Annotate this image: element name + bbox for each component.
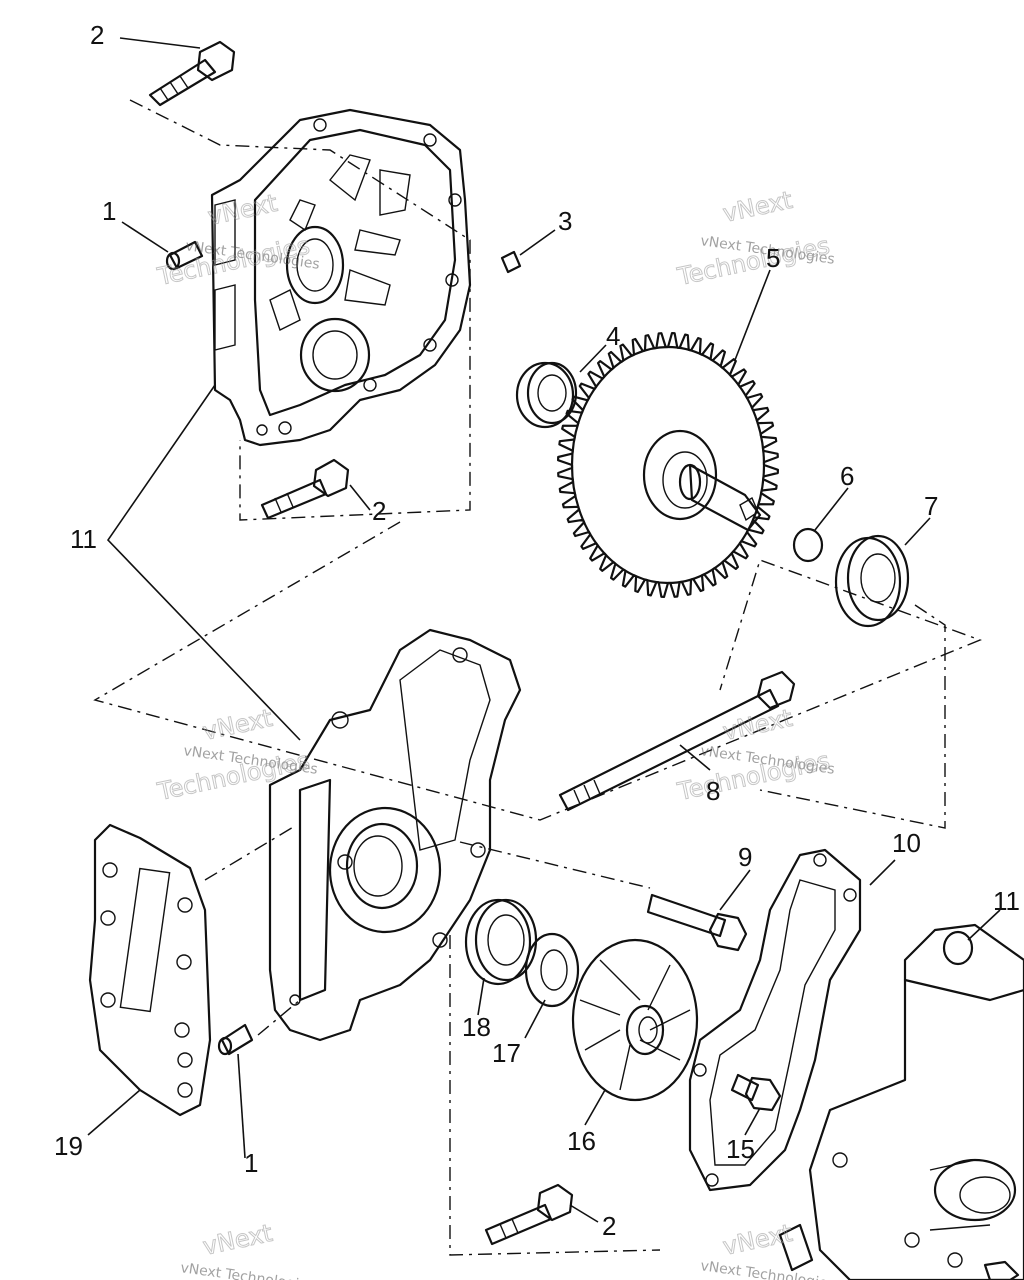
watermark-text: Technologies [154,231,312,291]
callout-16: 16 [567,1126,596,1156]
watermark-text: vNext [720,1219,794,1261]
pump-cover [778,923,1024,1280]
callout-1-top: 1 [102,196,116,226]
pin-3 [500,250,522,274]
watermark-text: vNext [720,186,794,228]
watermark-text: vNext [200,1219,274,1261]
upper-housing-cover [210,108,472,447]
bolt-top [148,40,236,107]
callout-10: 10 [892,828,921,858]
o-ring-6 [792,527,824,563]
callout-6: 6 [840,461,854,491]
gear-teeth-outline [557,332,779,598]
washer-17 [524,932,580,1008]
watermark-text: vNext [205,189,279,231]
callout-17: 17 [492,1038,521,1068]
gasket-19 [88,823,212,1117]
callout-9: 9 [738,842,752,872]
callout-4: 4 [606,321,620,351]
callout-15: 15 [726,1134,755,1164]
dowel-pin-bottom [217,1023,254,1056]
callout-19: 19 [54,1131,83,1161]
bolt-9 [646,893,748,952]
watermark-text: vNext [200,704,274,746]
callout-3: 3 [558,206,572,236]
gear-5 [557,332,779,598]
watermark-text: vNext Technologies [699,1258,835,1280]
bolt-15 [730,1073,782,1112]
bearing-7 [834,534,910,628]
callout-18: 18 [462,1012,491,1042]
assembly-lines [93,99,982,1256]
long-bolt-8 [558,670,796,812]
watermarks: vNext Technologies vNext Technologies vN… [154,185,836,1280]
callout-1-bottom: 1 [244,1148,258,1178]
impeller-16 [571,938,699,1102]
lower-housing [268,628,522,1042]
callout-7: 7 [924,491,938,521]
gasket-10 [688,848,862,1192]
dowel-pin-top [165,240,204,271]
callout-8: 8 [706,776,720,806]
callout-2-bottom: 2 [602,1211,616,1241]
bolt-bottom [484,1183,574,1246]
watermark-text: vNext Technologies [179,1260,315,1280]
callout-labels: 2 1 3 5 4 6 7 2 11 8 9 10 11 18 17 16 15… [54,20,1020,1241]
bearing-4 [515,361,578,429]
callout-5: 5 [766,243,780,273]
callout-11-right: 11 [993,886,1020,916]
leader-lines [87,37,1001,1223]
bolt-middle [260,458,350,520]
callout-2-top: 2 [90,20,104,50]
callout-2-middle: 2 [372,496,386,526]
callout-11-left: 11 [70,524,97,554]
